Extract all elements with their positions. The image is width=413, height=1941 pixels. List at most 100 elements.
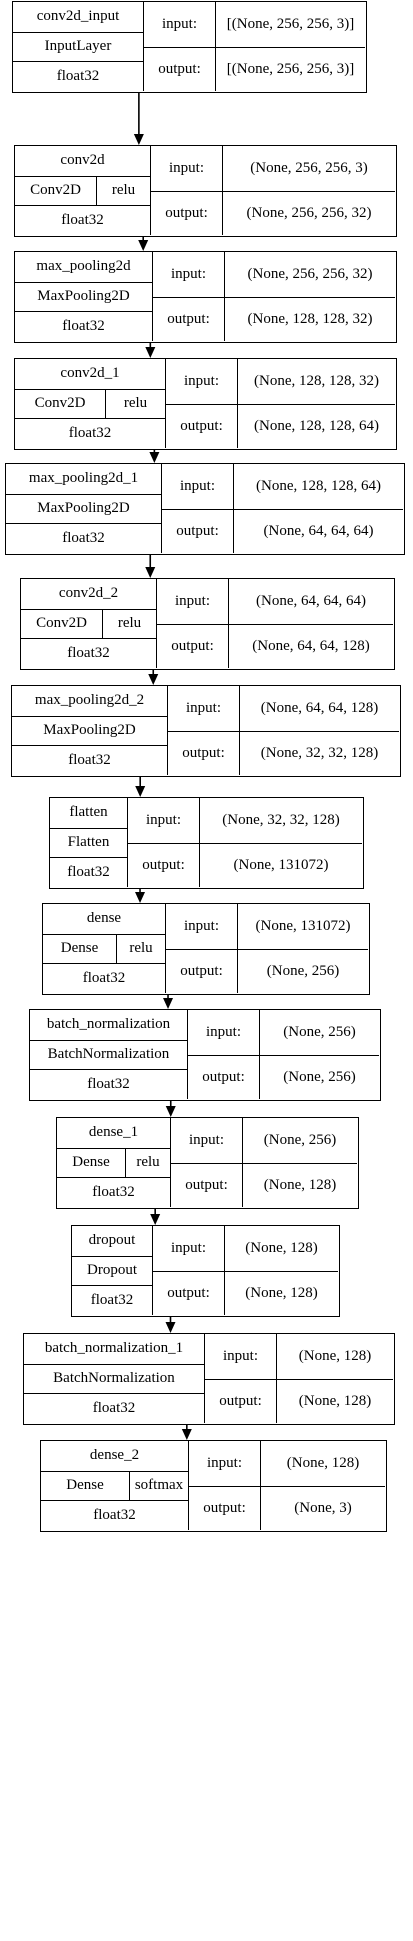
edge-arrowhead bbox=[149, 452, 160, 463]
output-label: output: bbox=[143, 46, 215, 91]
edge-arrowhead bbox=[165, 1106, 176, 1117]
output-shape: (None, 256) bbox=[237, 948, 368, 993]
layer-type: Conv2D bbox=[15, 175, 96, 206]
layer-activation: relu bbox=[102, 608, 156, 639]
input-label: input: bbox=[127, 798, 199, 843]
layer-activation: softmax bbox=[129, 1470, 188, 1501]
edge-arrowhead bbox=[145, 347, 156, 358]
input-label: input: bbox=[204, 1334, 276, 1379]
input-label: input: bbox=[187, 1010, 259, 1055]
input-label: input: bbox=[170, 1118, 242, 1163]
input-shape: (None, 256) bbox=[242, 1118, 357, 1163]
input-shape: (None, 32, 32, 128) bbox=[199, 798, 362, 843]
edge-arrowhead bbox=[133, 134, 144, 145]
layer-type: BatchNormalization bbox=[30, 1039, 187, 1070]
layer-type: Dropout bbox=[72, 1255, 152, 1286]
input-shape: [(None, 256, 256, 3)] bbox=[215, 2, 365, 47]
input-label: input: bbox=[150, 146, 222, 191]
layer-dtype: float32 bbox=[15, 205, 150, 235]
output-shape: (None, 128, 128, 32) bbox=[224, 296, 395, 341]
input-label: input: bbox=[165, 904, 237, 949]
output-shape: (None, 64, 64, 64) bbox=[233, 508, 403, 553]
output-label: output: bbox=[150, 190, 222, 235]
edge-arrowhead bbox=[150, 1214, 161, 1225]
output-label: output: bbox=[167, 730, 239, 775]
layer-type: Dense bbox=[57, 1147, 125, 1178]
layer-name: flatten bbox=[69, 804, 108, 821]
layer-dtype: float32 bbox=[12, 745, 167, 775]
output-label: output: bbox=[127, 842, 199, 887]
output-shape: (None, 256) bbox=[259, 1054, 379, 1099]
output-shape: (None, 3) bbox=[260, 1485, 385, 1530]
input-label: input: bbox=[152, 1226, 224, 1271]
input-shape: (None, 128, 128, 32) bbox=[237, 359, 395, 404]
layer-name: max_pooling2d bbox=[36, 258, 131, 275]
edge-arrowhead bbox=[135, 892, 146, 903]
layer-type: Flatten bbox=[50, 827, 127, 858]
layer-type: BatchNormalization bbox=[24, 1363, 204, 1394]
input-label: input: bbox=[156, 579, 228, 624]
layer-type: InputLayer bbox=[13, 31, 143, 62]
layer-name: dense_2 bbox=[89, 1447, 140, 1464]
edge-arrowhead bbox=[138, 240, 149, 251]
layer-type: Dense bbox=[43, 933, 116, 964]
input-shape: (None, 128, 128, 64) bbox=[233, 464, 403, 509]
input-shape: (None, 256) bbox=[259, 1010, 379, 1055]
layer-type: MaxPooling2D bbox=[12, 715, 167, 746]
input-label: input: bbox=[165, 359, 237, 404]
input-label: input: bbox=[152, 252, 224, 297]
layer-type: MaxPooling2D bbox=[6, 493, 161, 524]
layer-type: MaxPooling2D bbox=[15, 281, 152, 312]
layer-name: dropout bbox=[88, 1232, 136, 1249]
layer-name: dense_1 bbox=[88, 1124, 139, 1141]
output-label: output: bbox=[152, 1270, 224, 1315]
edge-arrowhead bbox=[148, 674, 159, 685]
layer-name: conv2d_1 bbox=[60, 365, 120, 382]
input-label: input: bbox=[167, 686, 239, 731]
layer-dtype: float32 bbox=[50, 857, 127, 887]
input-shape: (None, 256, 256, 3) bbox=[222, 146, 395, 191]
layer-type: Dense bbox=[41, 1470, 129, 1501]
layer-dtype: float32 bbox=[30, 1069, 187, 1099]
layer-name: max_pooling2d_1 bbox=[28, 470, 139, 487]
layer-activation: relu bbox=[125, 1147, 170, 1178]
layer-dtype: float32 bbox=[21, 638, 156, 668]
layer-name: conv2d bbox=[60, 152, 105, 169]
output-shape: (None, 256, 256, 32) bbox=[222, 190, 395, 235]
layer-type: Conv2D bbox=[21, 608, 102, 639]
layer-name: max_pooling2d_2 bbox=[34, 692, 145, 709]
output-label: output: bbox=[170, 1162, 242, 1207]
output-shape: (None, 128) bbox=[224, 1270, 338, 1315]
layer-dtype: float32 bbox=[72, 1285, 152, 1315]
output-shape: (None, 131072) bbox=[199, 842, 362, 887]
layer-dtype: float32 bbox=[24, 1393, 204, 1423]
output-label: output: bbox=[204, 1378, 276, 1423]
layer-activation: relu bbox=[116, 933, 165, 964]
edge-arrowhead bbox=[181, 1429, 192, 1440]
output-label: output: bbox=[188, 1485, 260, 1530]
layer-name: batch_normalization bbox=[46, 1016, 171, 1033]
output-shape: (None, 32, 32, 128) bbox=[239, 730, 399, 775]
layer-type: Conv2D bbox=[15, 388, 105, 419]
output-label: output: bbox=[165, 403, 237, 448]
layer-dtype: float32 bbox=[15, 418, 165, 448]
output-label: output: bbox=[161, 508, 233, 553]
output-shape: (None, 128) bbox=[276, 1378, 393, 1423]
output-label: output: bbox=[187, 1054, 259, 1099]
edge-arrowhead bbox=[135, 786, 146, 797]
layer-name: dense bbox=[86, 910, 122, 927]
layer-activation: relu bbox=[105, 388, 165, 419]
layer-name: batch_normalization_1 bbox=[44, 1340, 184, 1357]
output-shape: (None, 128) bbox=[242, 1162, 357, 1207]
input-shape: (None, 128) bbox=[260, 1441, 385, 1486]
